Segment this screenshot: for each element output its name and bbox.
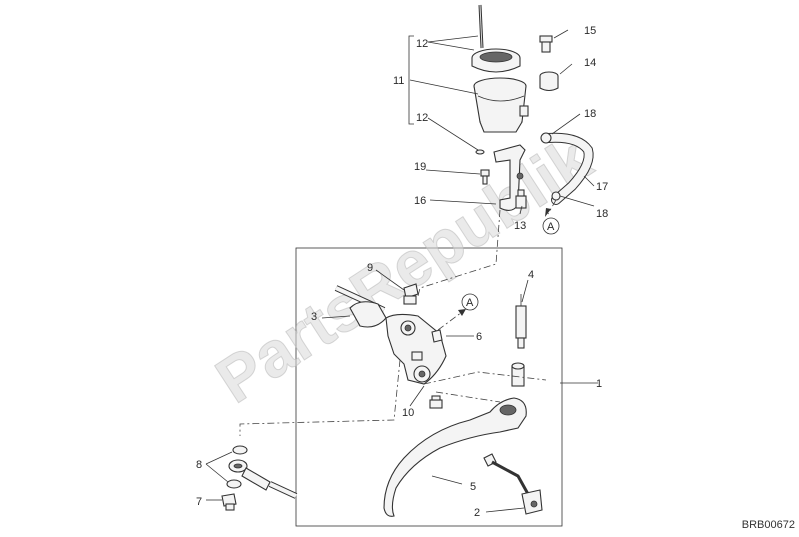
- part-14-grommet: [539, 71, 559, 92]
- label-10: 10: [402, 407, 414, 419]
- label-1: 1: [596, 378, 602, 390]
- label-9: 9: [367, 262, 373, 274]
- assembly-line-reservoir: [417, 209, 501, 297]
- bracket-11: [408, 35, 414, 125]
- hose-clamp-18-top: [540, 132, 552, 144]
- screw-9: [403, 283, 419, 305]
- assembly-line-left: [239, 359, 401, 436]
- screw-19: [480, 169, 490, 185]
- label-6: 6: [476, 331, 482, 343]
- pivot-bushing: [511, 362, 525, 387]
- ref-a-mid-arrowhead: [458, 309, 466, 316]
- label-15: 15: [584, 25, 596, 37]
- label-2: 2: [474, 507, 480, 519]
- assembly-frame: [295, 247, 563, 527]
- bracket-16: [493, 144, 526, 211]
- ref-a-mid-circle: [461, 293, 479, 311]
- ref-a-top-arrowhead: [545, 208, 551, 217]
- lever-5: [383, 397, 527, 517]
- drawing-code: BRB00672: [741, 519, 795, 531]
- assembly-line-lever: [423, 371, 547, 385]
- ref-a-mid-arrow: [437, 311, 463, 331]
- watermark: PartsRepublik: [203, 122, 603, 417]
- hose-clamp-18-bottom: [551, 191, 561, 201]
- label-4: 4: [528, 269, 534, 281]
- ref-a-top-label: A: [547, 221, 555, 233]
- label-11: 11: [393, 75, 404, 87]
- pin-4: [515, 294, 527, 349]
- label-17: 17: [596, 181, 608, 193]
- ref-a-top-arrow: [547, 199, 557, 215]
- ref-a-mid-label: A: [466, 297, 474, 309]
- label-12-top: 12: [416, 38, 428, 50]
- label-16: 16: [414, 195, 426, 207]
- label-12-bottom: 12: [416, 112, 428, 124]
- label-5: 5: [470, 481, 476, 493]
- nut-10: [429, 395, 443, 409]
- clamp-3: [334, 285, 387, 328]
- label-7: 7: [196, 496, 202, 508]
- label-8: 8: [196, 459, 202, 471]
- bolt-13: [515, 189, 527, 209]
- washer-12: [475, 149, 485, 155]
- pushrod-2: [483, 453, 543, 515]
- label-14: 14: [584, 57, 596, 69]
- ref-a-top-circle: [542, 217, 560, 235]
- part-6: [431, 329, 443, 343]
- hose-17: [543, 132, 594, 205]
- assembly-line-pivot: [435, 391, 501, 403]
- label-3: 3: [311, 311, 317, 323]
- leader-lines: [205, 29, 598, 513]
- label-13: 13: [514, 220, 526, 232]
- part-15-cap: [539, 35, 553, 53]
- reservoir-cap: [471, 48, 521, 73]
- label-19: 19: [414, 161, 426, 173]
- reservoir-body: [473, 77, 529, 133]
- fittings-7-8: [221, 445, 298, 511]
- master-cylinder: [385, 313, 447, 385]
- reservoir-screw: [478, 4, 484, 49]
- label-18-top: 18: [584, 108, 596, 120]
- label-18-bottom: 18: [596, 208, 608, 220]
